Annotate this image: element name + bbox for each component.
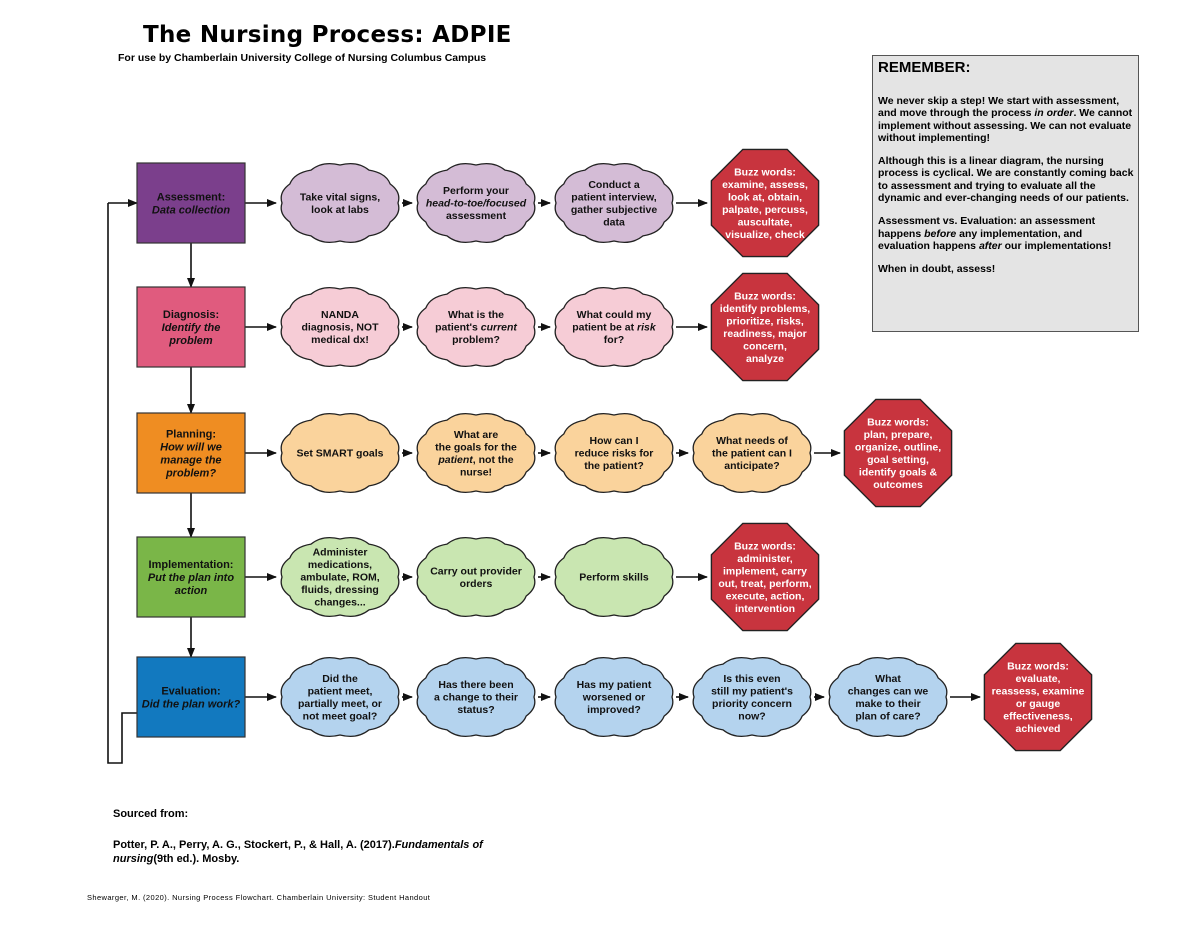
assessment-cloud-1 — [280, 163, 400, 243]
diagnosis-buzz-words-text: Buzz words:identify problems,prioritize,… — [720, 290, 811, 365]
remember-paragraph-order: We never skip a step! We start with asse… — [878, 95, 1133, 144]
evaluation-cloud-4 — [692, 657, 812, 737]
remember-note: REMEMBER: We never skip a step! We start… — [872, 55, 1139, 332]
planning-cloud-1 — [280, 413, 400, 493]
diagram-title: The Nursing Process: ADPIE — [143, 22, 512, 48]
implementation-cloud-1 — [280, 537, 400, 617]
evaluation-buzz-words-stop-sign — [983, 642, 1093, 752]
planning-buzz-words-stop-sign — [843, 398, 953, 508]
assessment-cloud-1-text: Take vital signs,look at labs — [300, 191, 380, 216]
diagnosis-buzz-words-stop-sign — [710, 272, 820, 382]
assessment-cloud-3 — [554, 163, 674, 243]
sources-heading: Sourced from: — [113, 808, 189, 820]
diagnosis-cloud-2 — [416, 287, 536, 367]
assessment-cloud-2 — [416, 163, 536, 243]
sources-reference: Potter, P. A., Perry, A. G., Stockert, P… — [113, 839, 483, 865]
planning-cloud-2 — [416, 413, 536, 493]
assessment-buzz-words-stop-sign — [710, 148, 820, 258]
diagnosis-step-box — [136, 286, 246, 368]
diagnosis-cloud-1 — [280, 287, 400, 367]
planning-cloud-3 — [554, 413, 674, 493]
implementation-cloud-2 — [416, 537, 536, 617]
evaluation-step-box — [136, 656, 246, 738]
planning-buzz-words-text: Buzz words:plan, prepare,organize, outli… — [855, 416, 941, 491]
cycle-loop-line — [107, 203, 137, 764]
assessment-buzz-words-text: Buzz words:examine, assess,look at, obta… — [722, 166, 808, 241]
implementation-step-box — [136, 536, 246, 618]
evaluation-cloud-1 — [280, 657, 400, 737]
planning-cloud-1-text: Set SMART goals — [297, 448, 384, 460]
remember-heading: REMEMBER: — [878, 59, 971, 76]
diagnosis-cloud-3 — [554, 287, 674, 367]
evaluation-cloud-3 — [554, 657, 674, 737]
credit-line: Shewarger, M. (2020). Nursing Process Fl… — [87, 893, 431, 902]
implementation-buzz-words-stop-sign — [710, 522, 820, 632]
remember-paragraph-doubt: When in doubt, assess! — [878, 263, 996, 276]
assessment-step-box — [136, 162, 246, 244]
remember-paragraph-assessment-vs-evaluation: Assessment vs. Evaluation: an assessment… — [878, 215, 1112, 252]
implementation-cloud-3 — [554, 537, 674, 617]
evaluation-cloud-5 — [828, 657, 948, 737]
diagram-subtitle: For use by Chamberlain University Colleg… — [118, 52, 487, 64]
evaluation-step-label: Evaluation:Did the plan work? — [142, 685, 241, 710]
evaluation-cloud-2 — [416, 657, 536, 737]
implementation-cloud-3-text: Perform skills — [579, 572, 649, 584]
planning-cloud-4 — [692, 413, 812, 493]
assessment-step-label: Assessment:Data collection — [152, 191, 231, 216]
planning-step-box — [136, 412, 246, 494]
remember-paragraph-cyclical: Although this is a linear diagram, the n… — [878, 155, 1134, 205]
